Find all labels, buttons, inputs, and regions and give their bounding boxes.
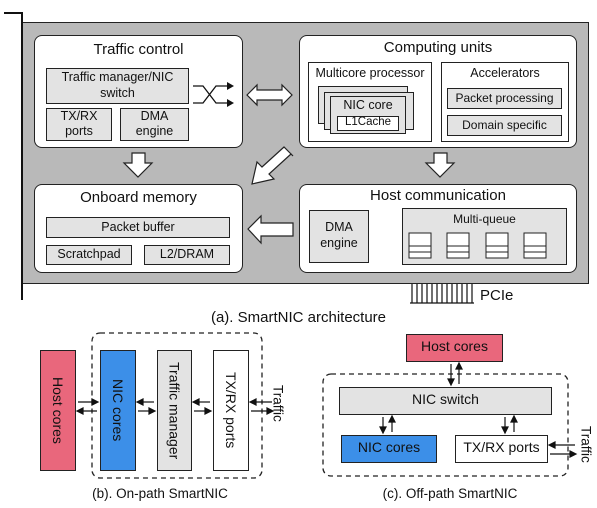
traffic-manager-box bbox=[46, 68, 189, 104]
caption-c: (c). Off-path SmartNIC bbox=[382, 486, 518, 501]
offpath-nic-cores-label: NIC cores bbox=[357, 439, 421, 455]
traffic-control-title: Traffic control bbox=[93, 41, 184, 58]
offpath-txrx-ports-label: TX/RX ports bbox=[463, 439, 540, 455]
diagonal-arrow-icon bbox=[251, 146, 294, 185]
offpath-nic-switch-label: NIC switch bbox=[412, 391, 479, 407]
onboard-memory-title: Onboard memory bbox=[80, 189, 197, 206]
dma-engine-box bbox=[120, 108, 189, 141]
offpath-traffic-label: Traffic bbox=[578, 425, 594, 463]
multiqueue-label: Multi-queue bbox=[453, 212, 516, 226]
domain-specific-box bbox=[447, 115, 562, 136]
scratchpad-label: Scratchpad bbox=[57, 247, 121, 261]
l1cache-label: L1Cache bbox=[344, 116, 392, 128]
l2dram-box bbox=[144, 245, 230, 265]
multicore-processor-title: Multicore processor bbox=[315, 66, 425, 80]
host-dma-engine-box bbox=[309, 210, 369, 263]
txrx-ports-box bbox=[46, 108, 112, 141]
onpath-host-cores-label: Host cores bbox=[50, 377, 66, 444]
onpath-traffic-manager-label: Traffic manager bbox=[166, 361, 183, 460]
dma-engine-label-line1: DMA bbox=[140, 109, 169, 123]
packet-processing-box bbox=[447, 88, 562, 109]
left-arrow-icon bbox=[247, 214, 294, 245]
pcie-label: PCIe bbox=[480, 287, 514, 304]
dma-engine-label-line2: engine bbox=[135, 124, 174, 138]
computing-units-title: Computing units bbox=[383, 39, 493, 56]
offpath-host-cores-label: Host cores bbox=[421, 338, 488, 354]
scratchpad-box bbox=[46, 245, 132, 265]
onpath-nic-cores-label: NIC cores bbox=[110, 379, 126, 442]
double-arrow-icon bbox=[246, 83, 293, 107]
caption-b: (b). On-path SmartNIC bbox=[92, 486, 228, 501]
l2dram-label: L2/DRAM bbox=[159, 247, 215, 261]
packet-processing-label: Packet processing bbox=[455, 91, 554, 105]
packet-buffer-label: Packet buffer bbox=[101, 220, 175, 234]
packet-buffer-box bbox=[46, 217, 230, 238]
onpath-txrx-ports: TX/RX ports bbox=[213, 350, 249, 471]
host-dma-label-line2: engine bbox=[320, 236, 358, 250]
onpath-traffic-manager: Traffic manager bbox=[157, 350, 192, 471]
traffic-manager-label-line1: Traffic manager/NIC bbox=[61, 70, 174, 84]
traffic-manager-label-line2: switch bbox=[100, 86, 135, 100]
domain-specific-label: Domain specific bbox=[462, 118, 547, 132]
accelerators-title: Accelerators bbox=[470, 66, 540, 80]
onpath-nic-cores: NIC cores bbox=[100, 350, 136, 471]
host-dma-label-line1: DMA bbox=[325, 220, 353, 234]
txrx-ports-label-line1: TX/RX bbox=[60, 109, 98, 123]
l1cache-box bbox=[337, 116, 399, 131]
offpath-traffic-label-wrap: Traffic bbox=[576, 420, 596, 468]
txrx-ports-label-line2: ports bbox=[65, 124, 93, 138]
caption-a: (a). SmartNIC architecture bbox=[210, 309, 387, 326]
offpath-nic-switch bbox=[339, 387, 552, 415]
onpath-host-cores: Host cores bbox=[40, 350, 76, 471]
nic-core-label: NIC core bbox=[343, 98, 393, 112]
onpath-txrx-ports-label: TX/RX ports bbox=[223, 372, 239, 449]
onpath-traffic-label-wrap: Traffic bbox=[268, 378, 288, 428]
host-communication-title: Host communication bbox=[370, 187, 506, 204]
down-arrow-icon bbox=[122, 152, 154, 178]
offpath-nic-cores bbox=[341, 435, 437, 463]
down-arrow-icon-right bbox=[424, 152, 456, 178]
offpath-txrx-ports bbox=[455, 435, 548, 463]
onpath-traffic-label: Traffic bbox=[270, 384, 286, 422]
offpath-host-cores bbox=[406, 334, 503, 362]
